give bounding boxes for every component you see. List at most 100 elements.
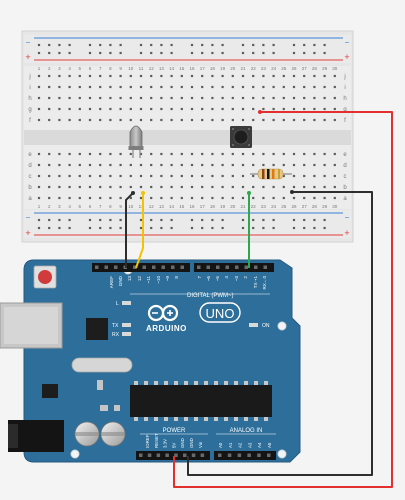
breadboard-hole [139,74,143,78]
header-pin[interactable] [254,265,258,270]
breadboard-hole [201,152,204,156]
header-pin[interactable] [235,265,239,270]
breadboard-hole [160,226,163,230]
breadboard-hole [58,196,61,200]
header-pin[interactable] [263,265,268,270]
breadboard-hole [170,51,173,55]
uno-badge [199,302,241,323]
header-pin[interactable] [152,265,156,270]
digital-pin-label: ~3 [234,276,239,282]
header-pin[interactable] [206,265,211,270]
led-l-indicator [122,301,131,305]
header-pin[interactable] [174,453,178,458]
resistor-band-3 [272,169,275,179]
header-pin[interactable] [247,453,251,458]
chip-pin [174,417,178,421]
breadboard-hole [48,118,51,122]
resistor-icon[interactable] [250,168,292,180]
power-header[interactable] [136,451,210,460]
breadboard-hole [252,174,255,178]
wire-black-gnd-to-led[interactable] [125,192,134,268]
header-pin[interactable] [257,453,261,458]
breadboard-hole [211,174,214,178]
wire-red-5v-to-button[interactable] [173,111,393,488]
led-icon[interactable] [128,125,144,158]
column-number-label: 18 [210,66,216,71]
power-pin-label: Vin [198,441,203,448]
column-number-label: 26 [291,66,297,71]
row-letter-label: e [28,152,32,158]
mounting-hole [70,449,80,459]
breadboard-hole [282,185,285,189]
breadboard-hole [221,152,224,156]
digital-pwm-label: DIGITAL (PWM~) [187,293,234,299]
header-pin[interactable] [180,265,185,270]
header-pin[interactable] [191,453,196,458]
breadboard-hole [272,152,275,156]
header-pin[interactable] [139,453,143,458]
header-pin[interactable] [218,453,222,458]
header-pin[interactable] [133,265,137,270]
header-pin[interactable] [95,265,99,270]
breadboard-hole [323,196,326,200]
arduino-logo [147,304,179,322]
header-pin[interactable] [161,265,166,270]
column-number-label: 16 [189,204,195,209]
breadboard-hole [272,96,275,100]
breadboard-hole [292,43,296,47]
chip-pin [164,381,168,385]
breadboard-hole [190,85,194,89]
pushbutton-icon[interactable] [230,126,252,148]
breadboard-hole [119,163,122,167]
header-pin[interactable] [197,265,201,270]
header-pin[interactable] [104,265,109,270]
column-number-label: 10 [128,66,134,71]
breadboard-hole [241,185,245,189]
header-pin[interactable] [183,453,187,458]
digital-header[interactable] [92,263,274,272]
header-pin[interactable] [147,453,152,458]
header-pin[interactable] [216,265,220,270]
breadboard-holes [37,43,336,230]
header-pin[interactable] [244,265,249,270]
wire-black-resistor-to-gnd[interactable] [187,191,373,476]
header-pin[interactable] [114,265,118,270]
header-pin[interactable] [225,265,230,270]
breadboard-hole [231,152,234,156]
breadboard-hole [150,96,153,100]
header-pin[interactable] [227,453,232,458]
breadboard-hole [88,174,92,178]
breadboard-hole [313,107,316,111]
column-number-label: 22 [251,66,257,71]
breadboard-hole [231,107,234,111]
reset-button[interactable] [33,265,57,289]
header-pin[interactable] [237,453,242,458]
row-letter-label: a [28,196,32,202]
led-rx-indicator [122,332,131,336]
breadboard-hole [139,96,143,100]
digital-pin-label: 8 [174,276,179,279]
header-pin[interactable] [171,265,175,270]
header-pin[interactable] [267,453,271,458]
header-pin[interactable] [200,453,205,458]
breadboard-hole [58,152,61,156]
column-number-label: 5 [79,66,82,71]
rail-minus-bottom-right: − [345,213,350,222]
column-number-label: 29 [322,204,328,209]
breadboard-hole [119,96,122,100]
power-pin-label: 5V [171,443,176,448]
wire-yellow-pin13-to-led[interactable] [135,193,144,269]
breadboard-hole [139,51,143,55]
breadboard-hole [150,163,153,167]
analog-pin-label: A5 [267,442,272,448]
breadboard-hole [58,163,61,167]
header-pin[interactable] [156,453,161,458]
breadboard-hole [211,196,214,200]
header-pin[interactable] [165,453,169,458]
column-number-label: 7 [99,66,102,71]
analog-header[interactable] [214,451,276,460]
breadboard-hole [262,163,265,167]
header-pin[interactable] [142,265,147,270]
